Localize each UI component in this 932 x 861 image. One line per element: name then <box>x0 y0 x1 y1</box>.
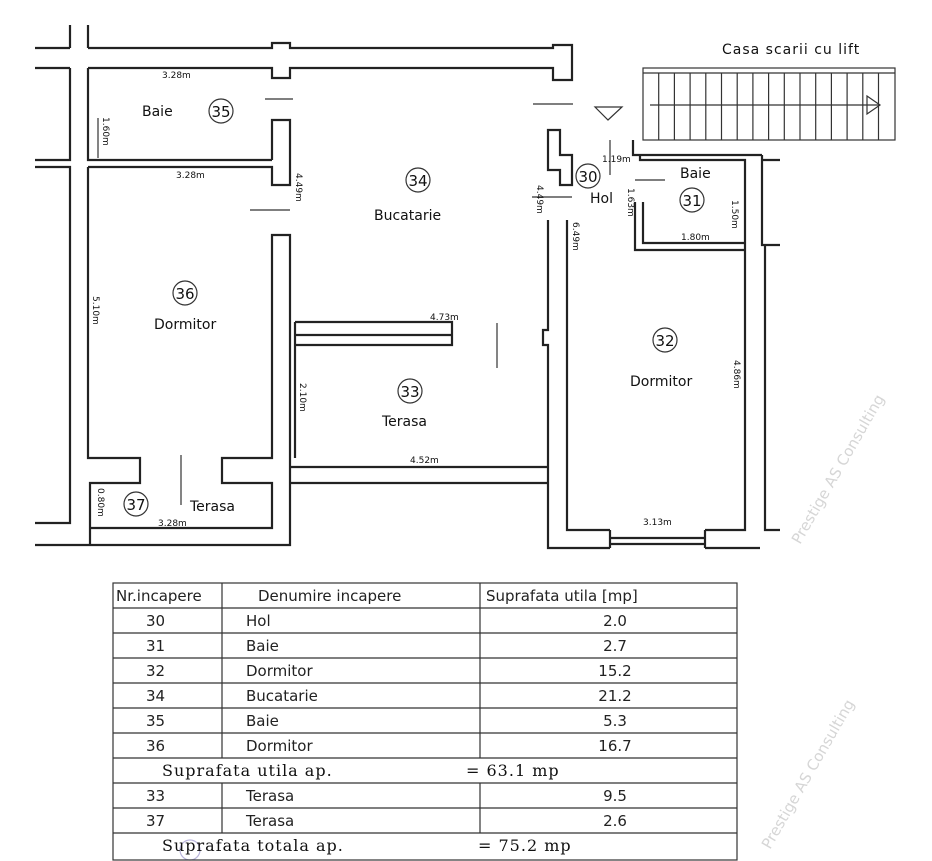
dimension-label: 4.49m <box>534 185 544 214</box>
entrance-arrow-icon <box>593 106 624 121</box>
table-row: 36 Dormitor 16.7 <box>146 737 632 755</box>
table-header: Denumire incapere <box>258 587 401 605</box>
walls <box>35 25 780 550</box>
table-row: 33 Terasa 9.5 <box>146 787 627 805</box>
cell-nr: 36 <box>146 737 165 755</box>
table-row: 35 Baie 5.3 <box>146 712 627 730</box>
room-name: Hol <box>590 191 613 207</box>
room-name: Baie <box>142 104 173 120</box>
dimension-label: 3.28m <box>176 171 205 181</box>
cell-nr: 32 <box>146 662 165 680</box>
dimension-label: 0.80m <box>95 488 105 517</box>
room-name: Terasa <box>189 499 235 515</box>
room-35: 35 Baie <box>142 98 234 124</box>
room-name: Dormitor <box>154 317 216 333</box>
room-number: 33 <box>400 383 419 401</box>
room-name: Bucatarie <box>374 208 441 224</box>
room-number: 37 <box>126 496 145 514</box>
openings <box>97 98 665 505</box>
cell-area: 15.2 <box>598 662 631 680</box>
room-name: Dormitor <box>630 374 692 390</box>
room-36: 36 Dormitor <box>154 280 216 333</box>
dimension-label: 4.49m <box>293 173 303 202</box>
cell-name: Dormitor <box>246 662 313 680</box>
total-value: = 75.2 mp <box>478 836 572 855</box>
stairs <box>642 67 896 141</box>
room-name: Terasa <box>381 414 427 430</box>
cell-name: Hol <box>246 612 271 630</box>
dimension-label: 4.52m <box>410 456 439 466</box>
table-header: Suprafata utila [mp] <box>486 587 638 605</box>
watermark: Prestige AS Consulting <box>758 696 858 852</box>
room-34: 34 Bucatarie <box>374 167 441 224</box>
dimension-label: 3.13m <box>643 518 672 528</box>
table-row: 32 Dormitor 15.2 <box>146 662 632 680</box>
cell-name: Dormitor <box>246 737 313 755</box>
subtotal-label: Suprafata utila ap. <box>162 761 333 780</box>
dimension-label: 6.49m <box>570 222 580 251</box>
cell-area: 2.6 <box>603 812 627 830</box>
stair-direction-arrow-icon <box>866 94 882 116</box>
room-32: 32 Dormitor <box>630 327 692 390</box>
room-31: 31 Baie <box>679 166 711 213</box>
table-header: Nr.incapere <box>116 587 202 605</box>
room-number: 30 <box>578 168 597 186</box>
room-number: 34 <box>408 172 427 190</box>
cell-nr: 30 <box>146 612 165 630</box>
room-30: 30 Hol <box>575 163 613 207</box>
cell-name: Baie <box>246 637 279 655</box>
cell-name: Bucatarie <box>246 687 318 705</box>
cell-area: 2.7 <box>603 637 627 655</box>
table-row: 34 Bucatarie 21.2 <box>146 687 632 705</box>
room-33: 33 Terasa <box>381 378 427 430</box>
cell-area: 2.0 <box>603 612 627 630</box>
cell-area: 16.7 <box>598 737 631 755</box>
dimension-label: 1.80m <box>681 233 710 243</box>
dimension-label: 1.60m <box>100 117 110 146</box>
cell-nr: 37 <box>146 812 165 830</box>
cell-name: Baie <box>246 712 279 730</box>
dimension-label: 1.50m <box>729 200 739 229</box>
room-name: Baie <box>680 166 711 182</box>
dimension-label: 1.19m <box>602 155 631 165</box>
area-table: Nr.incapere Denumire incapere Suprafata … <box>112 582 738 861</box>
cell-area: 5.3 <box>603 712 627 730</box>
total-label: Suprafata totala ap. <box>162 836 344 855</box>
subtotal-value: = 63.1 mp <box>466 761 560 780</box>
table-row: 37 Terasa 2.6 <box>146 812 627 830</box>
room-number: 31 <box>682 192 701 210</box>
dimension-label: 3.28m <box>162 71 191 81</box>
room-number: 36 <box>175 285 194 303</box>
table-row: 31 Baie 2.7 <box>146 637 627 655</box>
cell-nr: 35 <box>146 712 165 730</box>
stair-title: Casa scarii cu lift <box>722 42 860 58</box>
dimension-label: 5.10m <box>90 296 100 325</box>
watermark: Prestige AS Consulting <box>788 391 888 547</box>
dimension-label: 2.10m <box>297 383 307 412</box>
cell-area: 9.5 <box>603 787 627 805</box>
dimension-label: 4.73m <box>430 313 459 323</box>
room-number: 32 <box>655 332 674 350</box>
dimensions: 3.28m 1.60m 3.28m 4.49m 5.10m 4.73m 2.10… <box>90 71 741 529</box>
cell-nr: 34 <box>146 687 165 705</box>
cell-nr: 33 <box>146 787 165 805</box>
cell-name: Terasa <box>245 787 294 805</box>
dimension-label: 4.86m <box>731 360 741 389</box>
room-37: 37 Terasa <box>123 491 235 517</box>
cell-nr: 31 <box>146 637 165 655</box>
dimension-label: 1.63m <box>625 188 635 217</box>
room-number: 35 <box>211 103 230 121</box>
table-row: 30 Hol 2.0 <box>146 612 627 630</box>
cell-area: 21.2 <box>598 687 631 705</box>
cell-name: Terasa <box>245 812 294 830</box>
dimension-label: 3.28m <box>158 519 187 529</box>
watermarks: Prestige AS Consulting Prestige AS Consu… <box>758 391 888 852</box>
